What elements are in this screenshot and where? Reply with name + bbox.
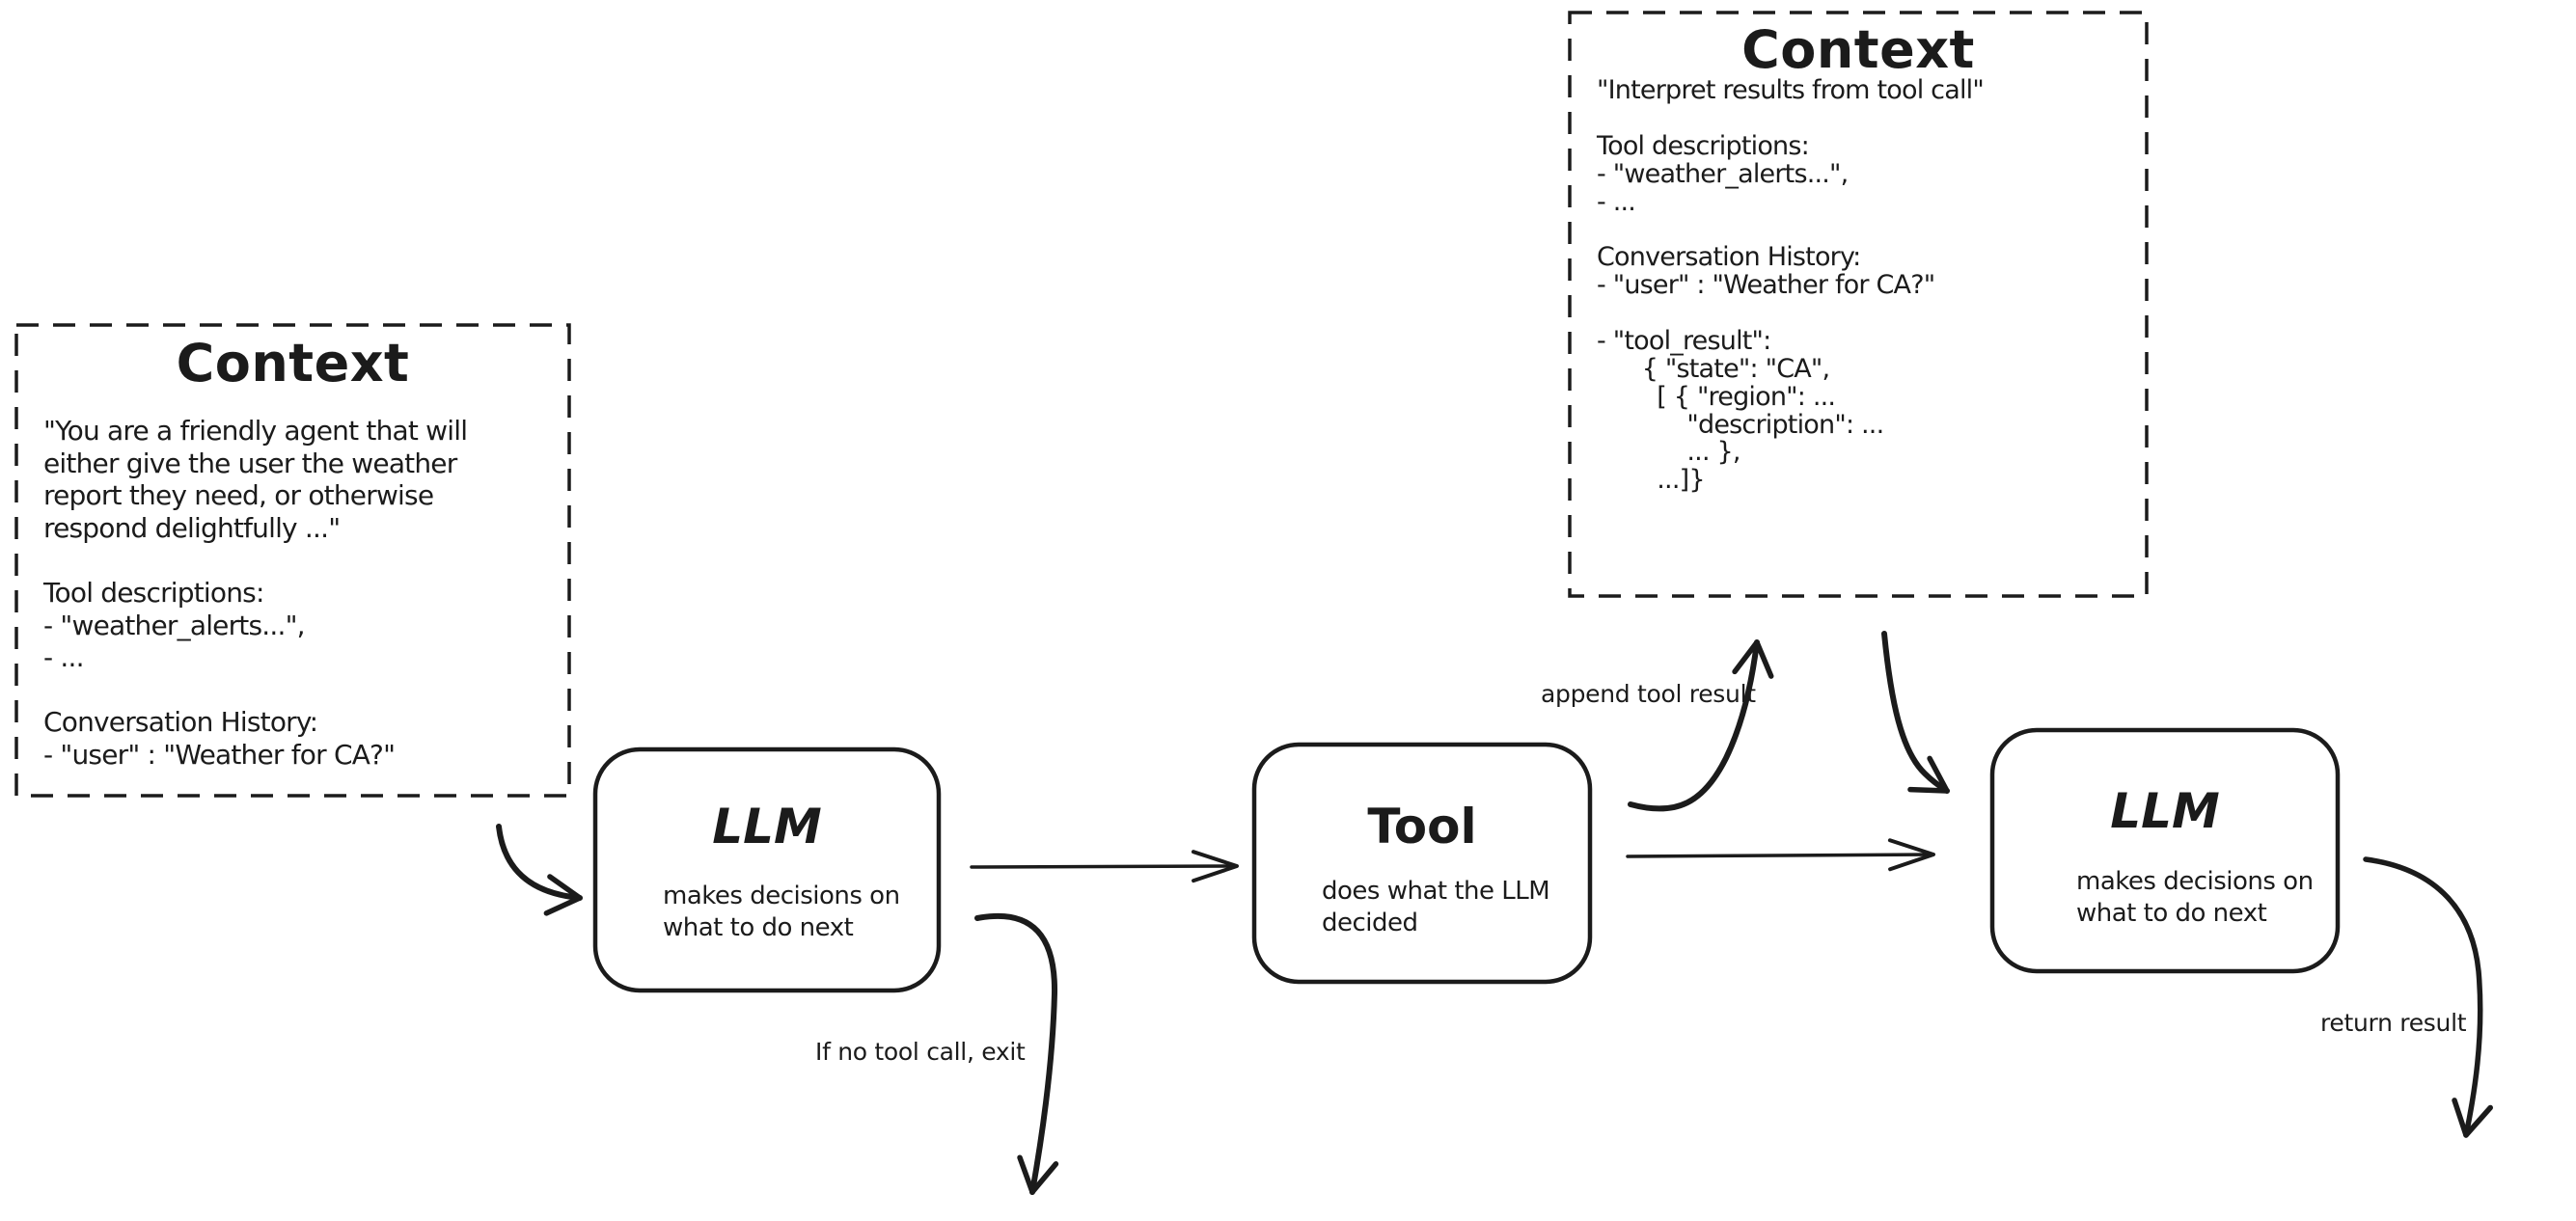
llm-node-1-box [592, 746, 942, 993]
llm-node-2-title: LLM [2110, 783, 2220, 839]
edge-label-if-no-tool-call-exit: If no tool call, exit [815, 1038, 1026, 1066]
context-box-initial [14, 323, 571, 798]
tool-node-box [1251, 742, 1593, 985]
llm-node-1-title: LLM [712, 799, 822, 855]
arrow-llm2-return-result [2363, 856, 2493, 1138]
tool-node-title: Tool [1367, 799, 1477, 855]
context-with-result-title: Context [1741, 19, 1975, 80]
context-initial-body: "You are a friendly agent that will eith… [43, 415, 468, 771]
tool-node-subtitle: does what the LLM decided [1322, 877, 1550, 938]
context-initial-title: Context [176, 333, 410, 393]
context-with-result-body: "Interpret results from tool call" Tool … [1597, 75, 1985, 496]
arrow-llm1-exit [974, 912, 1059, 1195]
edge-label-append-tool-result: append tool result [1541, 680, 1756, 708]
arrow-context-to-llm2 [1881, 631, 1950, 794]
context-box-with-tool-result [1568, 11, 2149, 598]
llm-node-2-box [1989, 727, 2341, 974]
arrow-tool-to-context [1628, 639, 1774, 812]
arrow-tool-to-llm2 [1626, 838, 1935, 872]
llm-node-1-subtitle: makes decisions on what to do next [663, 882, 900, 943]
llm-node-2-subtitle: makes decisions on what to do next [2076, 867, 2314, 929]
edge-label-return-result: return result [2320, 1009, 2467, 1037]
arrow-llm1-to-tool [970, 850, 1239, 883]
arrow-context-to-llm1 [496, 824, 583, 916]
